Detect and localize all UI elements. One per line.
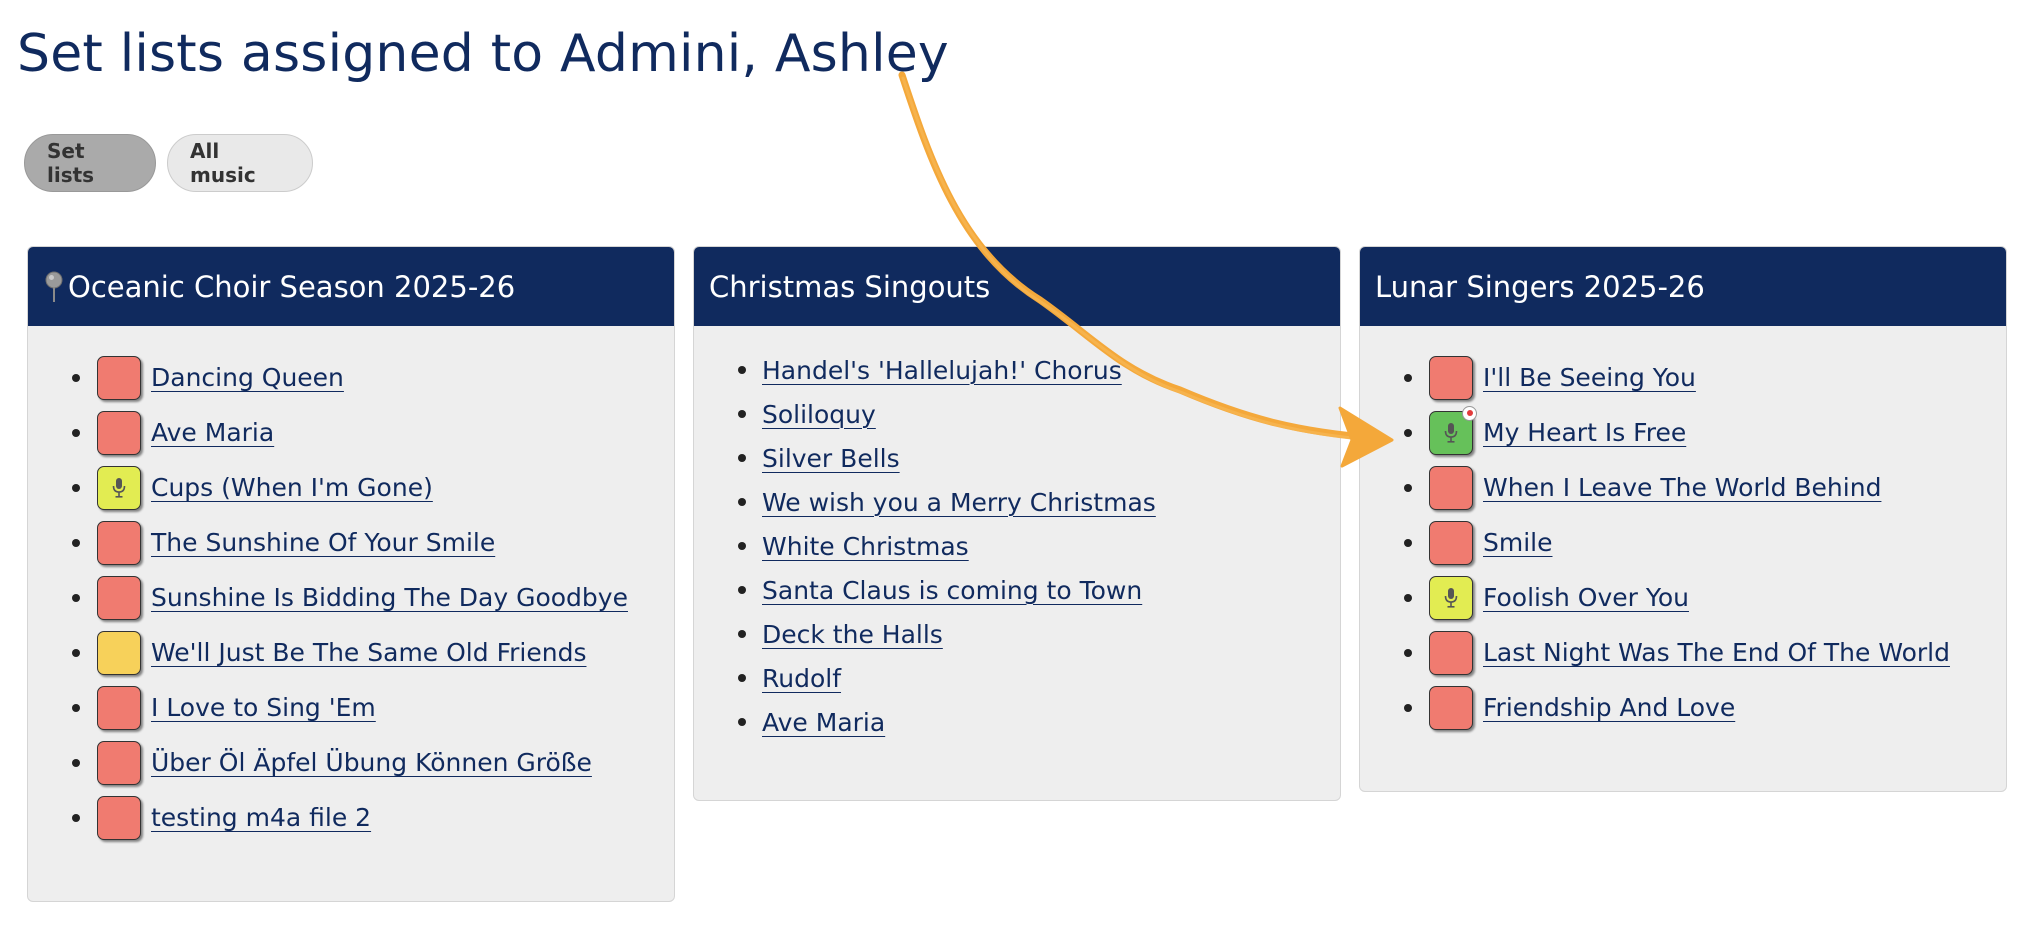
list-item: Silver Bells: [694, 436, 1340, 480]
song-link[interactable]: The Sunshine Of Your Smile: [151, 528, 496, 557]
setlist-title: Oceanic Choir Season 2025-26: [68, 269, 516, 304]
song-link[interactable]: Ave Maria: [151, 418, 275, 447]
status-indicator[interactable]: [97, 575, 141, 620]
status-indicator[interactable]: [97, 355, 141, 400]
setlist-panel-christmas-singouts: Christmas Singouts Handel's 'Hallelujah!…: [693, 246, 1341, 801]
song-link[interactable]: testing m4a file 2: [151, 803, 372, 832]
song-link[interactable]: Handel's 'Hallelujah!' Chorus: [762, 355, 1122, 385]
status-indicator[interactable]: [1429, 630, 1473, 675]
song-link[interactable]: Santa Claus is coming to Town: [762, 575, 1143, 605]
song-link[interactable]: Soliloquy: [762, 399, 876, 429]
setlist-header[interactable]: Oceanic Choir Season 2025-26: [28, 247, 674, 326]
song-link[interactable]: Über Öl Äpfel Übung Können Größe: [151, 748, 592, 777]
status-indicator[interactable]: [97, 740, 141, 785]
song-link[interactable]: Dancing Queen: [151, 363, 344, 392]
tab-all-music[interactable]: All music: [167, 134, 313, 192]
notification-dot-icon: [1462, 405, 1477, 421]
status-indicator[interactable]: [1429, 575, 1473, 620]
song-link[interactable]: I Love to Sing 'Em: [151, 693, 376, 722]
status-indicator[interactable]: [97, 520, 141, 565]
list-item: Santa Claus is coming to Town: [694, 568, 1340, 612]
setlist-header[interactable]: Lunar Singers 2025-26: [1360, 247, 2006, 326]
microphone-icon: [1444, 587, 1458, 609]
song-link[interactable]: I'll Be Seeing You: [1483, 363, 1696, 392]
status-indicator[interactable]: [1429, 685, 1473, 730]
status-indicator[interactable]: [1429, 355, 1473, 400]
status-indicator[interactable]: [1429, 465, 1473, 510]
list-item: Rudolf: [694, 656, 1340, 700]
list-item: Last Night Was The End Of The World: [1360, 625, 2006, 680]
song-link[interactable]: When I Leave The World Behind: [1483, 473, 1882, 502]
setlist-header[interactable]: Christmas Singouts: [694, 247, 1340, 326]
song-link[interactable]: My Heart Is Free: [1483, 418, 1687, 447]
view-tabs: Set lists All music: [24, 134, 313, 192]
list-item: Dancing Queen: [28, 350, 674, 405]
page-title: Set lists assigned to Admini, Ashley: [17, 24, 949, 84]
list-item: Cups (When I'm Gone): [28, 460, 674, 515]
song-link[interactable]: Deck the Halls: [762, 619, 943, 649]
setlist-title: Lunar Singers 2025-26: [1375, 269, 1705, 304]
pin-icon: [43, 270, 65, 304]
song-link[interactable]: Ave Maria: [762, 707, 886, 737]
list-item: Über Öl Äpfel Übung Können Größe: [28, 735, 674, 790]
setlist-panel-oceanic-choir: Oceanic Choir Season 2025-26 Dancing Que…: [27, 246, 675, 902]
song-link[interactable]: We'll Just Be The Same Old Friends: [151, 638, 587, 667]
list-item: Smile: [1360, 515, 2006, 570]
song-link[interactable]: Cups (When I'm Gone): [151, 473, 433, 502]
status-indicator[interactable]: [97, 465, 141, 510]
microphone-icon: [112, 477, 126, 499]
list-item: We'll Just Be The Same Old Friends: [28, 625, 674, 680]
list-item: Friendship And Love: [1360, 680, 2006, 735]
song-link[interactable]: Silver Bells: [762, 443, 900, 473]
song-link[interactable]: White Christmas: [762, 531, 969, 561]
song-link[interactable]: Foolish Over You: [1483, 583, 1689, 612]
list-item: When I Leave The World Behind: [1360, 460, 2006, 515]
list-item: Ave Maria: [694, 700, 1340, 744]
list-item: Sunshine Is Bidding The Day Goodbye: [28, 570, 674, 625]
tab-set-lists[interactable]: Set lists: [24, 134, 156, 192]
status-indicator[interactable]: [97, 685, 141, 730]
song-link[interactable]: We wish you a Merry Christmas: [762, 487, 1156, 517]
list-item: Ave Maria: [28, 405, 674, 460]
list-item: Handel's 'Hallelujah!' Chorus: [694, 348, 1340, 392]
microphone-icon: [1444, 422, 1458, 444]
status-indicator[interactable]: [1429, 520, 1473, 565]
list-item: We wish you a Merry Christmas: [694, 480, 1340, 524]
list-item: I'll Be Seeing You: [1360, 350, 2006, 405]
list-item: White Christmas: [694, 524, 1340, 568]
list-item: Soliloquy: [694, 392, 1340, 436]
list-item: Foolish Over You: [1360, 570, 2006, 625]
list-item: My Heart Is Free: [1360, 405, 2006, 460]
status-indicator[interactable]: [97, 630, 141, 675]
song-link[interactable]: Last Night Was The End Of The World: [1483, 638, 1950, 667]
setlist-panel-lunar-singers: Lunar Singers 2025-26 I'll Be Seeing You…: [1359, 246, 2007, 792]
song-link[interactable]: Rudolf: [762, 663, 842, 693]
list-item: The Sunshine Of Your Smile: [28, 515, 674, 570]
song-link[interactable]: Friendship And Love: [1483, 693, 1736, 722]
song-link[interactable]: Sunshine Is Bidding The Day Goodbye: [151, 583, 628, 612]
list-item: Deck the Halls: [694, 612, 1340, 656]
setlist-title: Christmas Singouts: [709, 269, 991, 304]
list-item: testing m4a file 2: [28, 790, 674, 845]
status-indicator[interactable]: [97, 795, 141, 840]
status-indicator[interactable]: [97, 410, 141, 455]
list-item: I Love to Sing 'Em: [28, 680, 674, 735]
song-link[interactable]: Smile: [1483, 528, 1553, 557]
status-indicator[interactable]: [1429, 405, 1477, 455]
